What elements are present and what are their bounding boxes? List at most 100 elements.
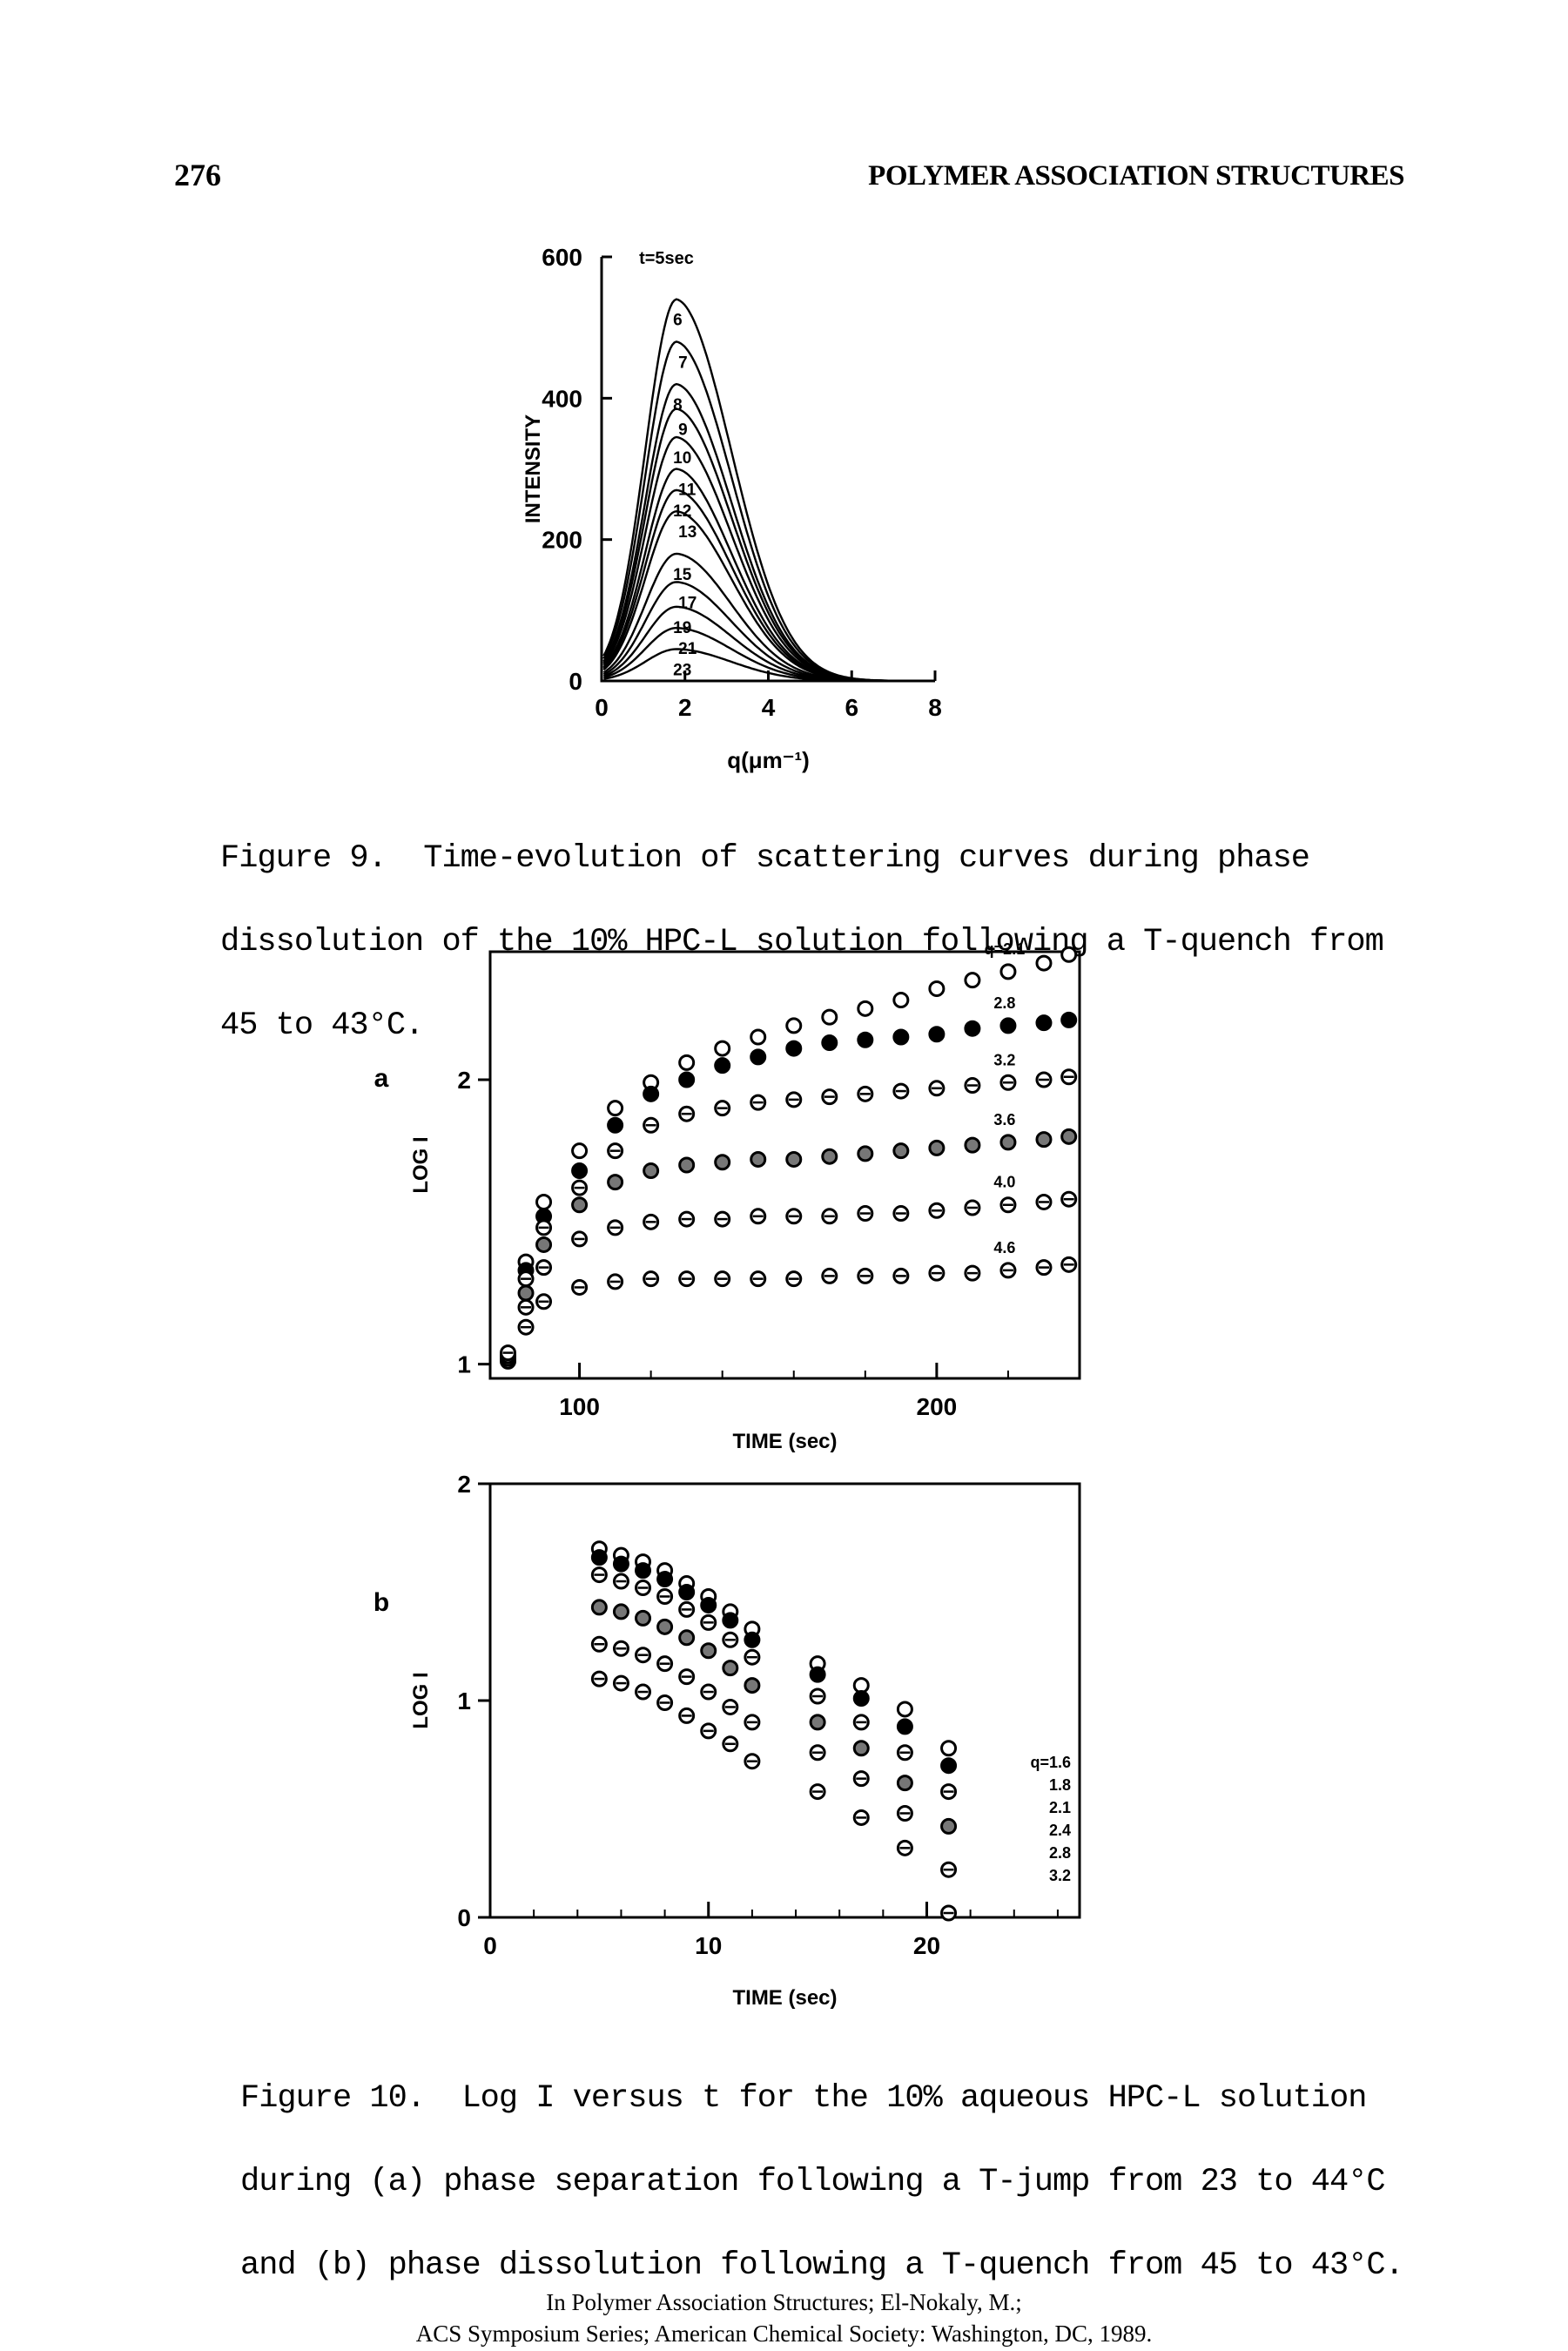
fig10b-x-tick-label: 10 — [695, 1932, 722, 1959]
fig10a-data-point — [821, 1034, 838, 1052]
fig10a-frame — [488, 950, 1081, 1380]
fig10b-x-axis-label: TIME (sec) — [732, 1986, 837, 2010]
fig10a-data-point — [1035, 1014, 1053, 1032]
figure-10-caption-line: and (b) phase dissolution following a T-… — [240, 2247, 1404, 2284]
fig10a-data-point — [678, 1156, 696, 1174]
fig10b-data-point — [590, 1599, 608, 1616]
fig10b-y-axis-label: LOG I — [409, 1672, 433, 1728]
fig10b-data-point — [678, 1584, 696, 1600]
running-head: POLYMER ASSOCIATION STRUCTURES — [868, 160, 1404, 192]
fig10b-data-point — [590, 1549, 608, 1566]
fig9-y-tick-label: 400 — [542, 385, 582, 412]
fig9-series-label: 9 — [678, 421, 688, 440]
fig10b-series-label: 2.8 — [1049, 1844, 1071, 1862]
fig10a-series-label: 4.0 — [993, 1174, 1015, 1191]
citation-line-1: In Polymer Association Structures; El-No… — [546, 2289, 1022, 2315]
fig10a-data-point — [857, 1145, 874, 1162]
fig10a-data-point — [714, 1057, 731, 1074]
fig10b-data-point — [722, 1612, 739, 1629]
fig10a-data-point — [999, 1134, 1017, 1151]
fig10b-data-point — [678, 1629, 696, 1647]
fig10a-data-point — [571, 1142, 589, 1160]
fig10a-data-point — [535, 1236, 553, 1253]
fig10b-data-point — [656, 1618, 674, 1635]
fig10b-data-point — [809, 1666, 826, 1683]
fig10a-data-point — [928, 980, 946, 997]
fig10b-series-label: 3.2 — [1049, 1867, 1071, 1884]
fig10a-data-point — [857, 1000, 874, 1017]
fig9-series-label: 15 — [673, 566, 692, 584]
fig10b-data-point — [896, 1775, 913, 1792]
fig10b-series-label: 2.1 — [1049, 1799, 1071, 1816]
fig10a-series-label: q=2.1 — [985, 940, 1026, 958]
fig9-y-axis-label: INTENSITY — [522, 414, 545, 523]
fig10a-data-point — [1060, 1128, 1078, 1145]
fig10b-data-point — [940, 1740, 958, 1757]
fig10b-data-point — [940, 1757, 958, 1775]
fig10a-data-point — [928, 1139, 946, 1156]
fig10a-data-point — [964, 972, 981, 989]
fig10b-frame — [488, 1482, 1081, 1919]
fig10a-y-axis-label: LOG I — [409, 1136, 433, 1193]
fig9-x-tick-label: 0 — [595, 694, 609, 721]
fig10b-series-label: 2.4 — [1049, 1822, 1071, 1839]
fig10a-data-point — [857, 1031, 874, 1048]
fig10a-data-point — [892, 1142, 910, 1160]
fig10a-data-point — [1060, 946, 1078, 963]
fig10a-panel-label: a — [374, 1064, 389, 1093]
fig9-series-label: 10 — [673, 449, 691, 468]
citation-footer: In Polymer Association Structures; El-No… — [0, 2287, 1568, 2349]
fig10a-data-point — [714, 1154, 731, 1171]
figure-9-caption-line: 45 to 43°C. — [220, 1007, 424, 1044]
fig10b-data-point — [744, 1631, 761, 1648]
fig10a-data-point — [999, 963, 1017, 980]
fig10a-series-label: 3.6 — [993, 1111, 1015, 1128]
fig10a-data-point — [643, 1085, 660, 1102]
fig10a-series-label: 3.2 — [993, 1051, 1015, 1068]
fig10a-data-point — [892, 992, 910, 1009]
fig10b-series-label: q=1.6 — [1030, 1754, 1071, 1771]
figure-10-caption: Figure 10. Log I versus t for the 10% aq… — [240, 2029, 1404, 2307]
fig9-x-axis-label: q(μm⁻¹) — [727, 747, 810, 773]
fig10a-y-tick-label: 2 — [457, 1067, 471, 1094]
fig10b-data-point — [612, 1603, 629, 1620]
fig10a-series-label: 2.8 — [993, 994, 1015, 1012]
figure-9-caption: Figure 9. Time-evolution of scattering c… — [220, 789, 1384, 1068]
fig9-y-tick-label: 200 — [542, 527, 582, 554]
fig9-time-annotation: t=5sec — [639, 249, 694, 268]
fig10a-data-point — [785, 1040, 803, 1057]
fig10b-data-point — [940, 1817, 958, 1835]
fig10a-data-point — [750, 1048, 767, 1066]
fig10b-data-point — [700, 1642, 717, 1660]
fig10a-data-point — [892, 1028, 910, 1046]
fig10a-x-tick-label: 200 — [917, 1393, 958, 1420]
fig9-series-label: 6 — [673, 312, 683, 330]
fig9-series-label: 23 — [673, 661, 691, 679]
fig10a-data-point — [571, 1196, 589, 1214]
fig10a-data-point — [607, 1116, 624, 1134]
fig10b-data-point — [700, 1596, 717, 1613]
fig10b-y-tick-label: 1 — [457, 1687, 471, 1714]
fig10b-data-point — [635, 1609, 652, 1627]
figure-10-caption-line: during (a) phase separation following a … — [240, 2164, 1386, 2200]
fig10a-data-point — [821, 1148, 838, 1165]
fig10b-x-tick-label: 20 — [913, 1932, 940, 1959]
fig10b-y-tick-label: 0 — [457, 1904, 471, 1931]
fig10b-y-tick-label: 2 — [457, 1471, 471, 1498]
fig9-series-label: 11 — [678, 482, 697, 500]
figure-10-caption-line: Figure 10. Log I versus t for the 10% aq… — [240, 2080, 1367, 2117]
fig9-x-tick-label: 2 — [678, 694, 692, 721]
fig9-y-tick-label: 600 — [542, 244, 582, 271]
fig10b-data-point — [896, 1701, 913, 1718]
fig9-series-label: 13 — [678, 523, 697, 542]
fig10a-series-label: 4.6 — [993, 1239, 1015, 1256]
fig10a-data-point — [785, 1150, 803, 1168]
fig10b-data-point — [809, 1714, 826, 1731]
fig10a-data-point — [1035, 954, 1053, 972]
fig10b-data-point — [612, 1555, 629, 1573]
fig10a-data-point — [1035, 1131, 1053, 1149]
fig10a-data-point — [785, 1017, 803, 1034]
fig10b-data-point — [635, 1562, 652, 1580]
